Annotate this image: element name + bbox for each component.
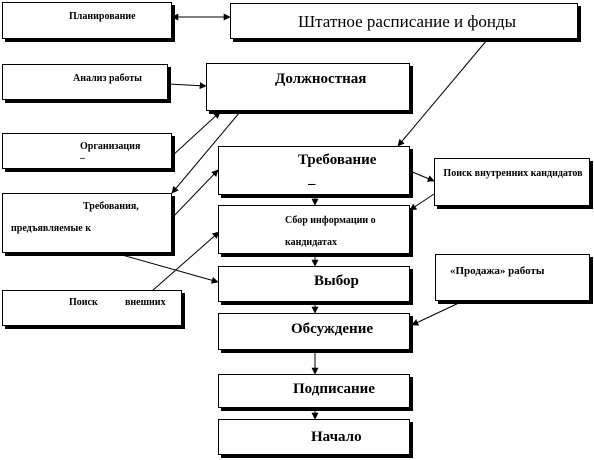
job-analysis-box: Анализ работы (2, 64, 168, 100)
choice-box: Выбор (218, 266, 410, 302)
staffing-box: Штатное расписание и фонды (230, 3, 578, 39)
discussion-label: Обсуждение (291, 321, 373, 337)
start-box: Начало (218, 419, 410, 455)
info-gathering-label-line1: Сбор информации о (285, 215, 376, 226)
external-search-label-line2: внешних (125, 297, 166, 308)
link-selling-discussion (411, 300, 464, 326)
organization-label: Организация (80, 141, 141, 152)
selling-box: «Продажа» работы (435, 254, 590, 301)
internal-search-box: Поиск внутренних кандидатов (434, 158, 590, 206)
planning-box: Планирование (2, 2, 172, 39)
internal-search-label: Поиск внутренних кандидатов (443, 168, 583, 179)
link-external-info (151, 231, 220, 292)
choice-label: Выбор (314, 273, 359, 289)
link-organization-description (171, 111, 221, 157)
requirement-main-box: Требование – (218, 146, 410, 195)
link-requirements-requirement (171, 169, 219, 219)
staffing-label: Штатное расписание и фонды (298, 12, 517, 31)
planning-label: Планирование (69, 11, 136, 22)
organization-mark: – (80, 153, 85, 164)
link-staffing-requirement (397, 39, 488, 147)
requirement-main-mark: – (308, 176, 316, 192)
job-description-label: Должностная (275, 71, 367, 87)
organization-box: Организация – (2, 133, 172, 169)
info-gathering-box: Сбор информации о кандидатах (218, 205, 410, 254)
external-search-box: Поиск внешних (2, 290, 182, 326)
link-internal-info (409, 193, 435, 211)
link-analysis-description (167, 82, 207, 90)
info-gathering-label-line2: кандидатах (285, 237, 338, 248)
job-analysis-label: Анализ работы (73, 73, 142, 84)
start-label: Начало (311, 429, 362, 445)
link-requirements-choice (114, 252, 219, 284)
link-description-requirements (171, 111, 241, 194)
link-requirement-internal (409, 170, 435, 182)
requirement-main-label: Требование (298, 152, 377, 168)
signing-label: Подписание (293, 381, 375, 397)
selling-label: «Продажа» работы (450, 265, 545, 277)
requirements-label-line1: Требования, (83, 201, 139, 212)
external-search-label-line1: Поиск (69, 297, 98, 308)
discussion-box: Обсуждение (218, 313, 410, 350)
requirements-label-line2: предъявляемые к (11, 223, 91, 234)
job-description-box: Должностная (206, 63, 410, 111)
requirements-box: Требования, предъявляемые к (2, 193, 172, 253)
signing-box: Подписание (218, 374, 410, 408)
